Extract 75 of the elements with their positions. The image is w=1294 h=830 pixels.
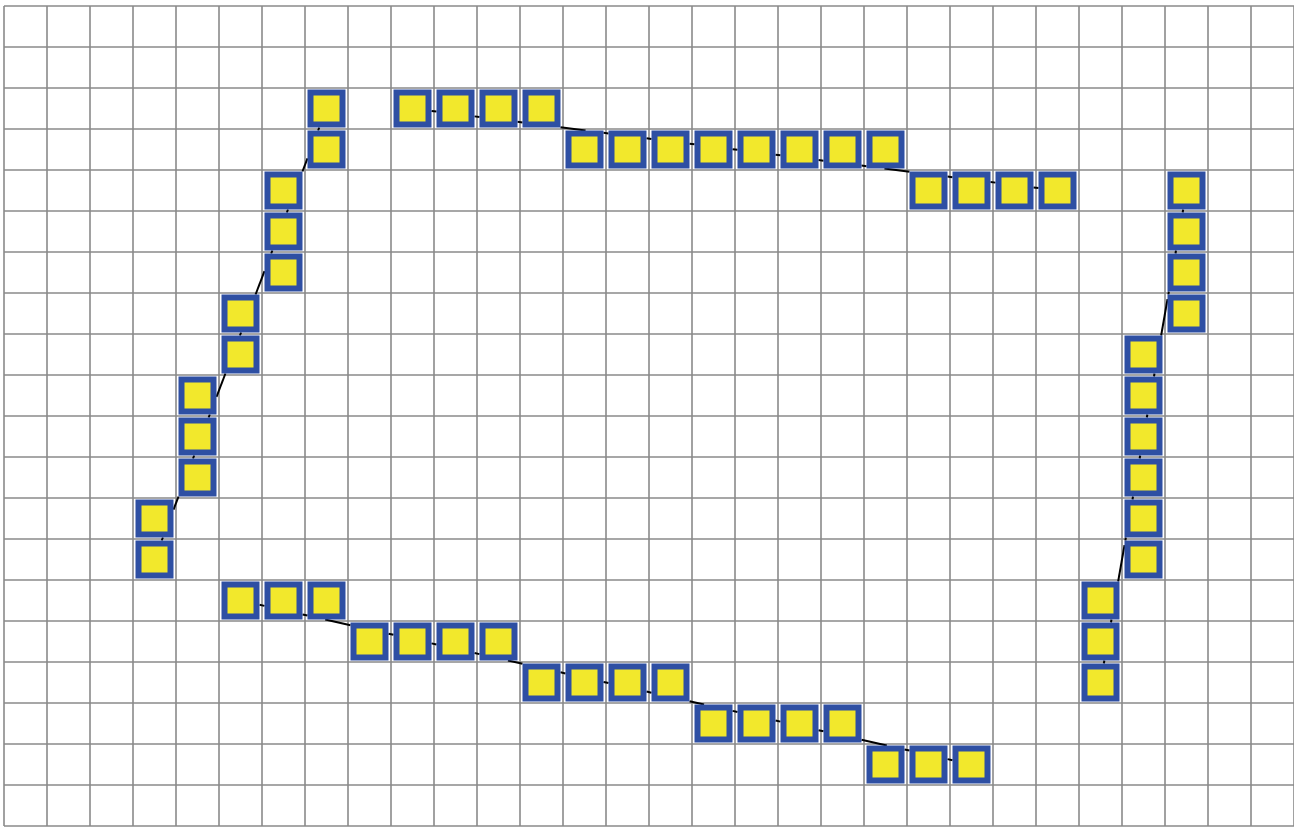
line-segment xyxy=(254,270,266,296)
pixel-square xyxy=(1124,335,1163,374)
pixel-square xyxy=(1124,417,1163,456)
line-segment xyxy=(324,618,352,627)
pixel-square xyxy=(737,704,776,743)
line-segment xyxy=(883,167,911,173)
pixel-square xyxy=(1124,499,1163,538)
pixel-square xyxy=(1124,540,1163,579)
pixel-square xyxy=(608,663,647,702)
line-segment xyxy=(301,157,309,173)
pixel-square xyxy=(565,663,604,702)
pixel-square xyxy=(436,89,475,128)
pixel-square xyxy=(909,745,948,784)
pixel-square xyxy=(1167,253,1206,292)
pixel-square xyxy=(522,89,561,128)
line-segment xyxy=(602,131,610,135)
pixel-square xyxy=(135,540,174,579)
pixel-square xyxy=(823,704,862,743)
pixel-square xyxy=(608,130,647,169)
pixel-square xyxy=(1167,294,1206,333)
pixel-square xyxy=(436,622,475,661)
pixel-square xyxy=(1081,663,1120,702)
pixel-square xyxy=(909,171,948,210)
pixel-square xyxy=(1167,171,1206,210)
pixel-square xyxy=(307,130,346,169)
line-segment xyxy=(860,164,868,168)
pixel-square xyxy=(737,130,776,169)
pixel-square xyxy=(264,253,303,292)
pixel-square xyxy=(694,704,733,743)
line-segment xyxy=(1124,536,1127,542)
pixel-square xyxy=(264,171,303,210)
line-segment xyxy=(215,372,227,398)
pixel-square xyxy=(350,622,389,661)
pixel-square xyxy=(866,130,905,169)
pixel-square xyxy=(1124,376,1163,415)
pixel-square xyxy=(178,458,217,497)
pixel-square xyxy=(651,663,690,702)
pixel-square xyxy=(866,745,905,784)
pixel-square xyxy=(221,294,260,333)
pixel-square xyxy=(952,171,991,210)
pixel-square xyxy=(221,581,260,620)
line-segment xyxy=(172,495,180,511)
pixel-square xyxy=(178,417,217,456)
pixel-square xyxy=(307,89,346,128)
pixel-square xyxy=(393,89,432,128)
pixel-square xyxy=(479,89,518,128)
pixel-square xyxy=(565,130,604,169)
line-segment xyxy=(688,700,706,706)
pixel-square xyxy=(995,171,1034,210)
pixel-square xyxy=(393,622,432,661)
pixel-square xyxy=(694,130,733,169)
pixel-square xyxy=(221,335,260,374)
pixel-square xyxy=(1167,212,1206,251)
pixel-square xyxy=(1081,622,1120,661)
pixel-square xyxy=(178,376,217,415)
pixel-square xyxy=(651,130,690,169)
line-segment xyxy=(1167,290,1170,296)
pixel-square xyxy=(1081,581,1120,620)
pixel-square xyxy=(952,745,991,784)
pixel-square xyxy=(522,663,561,702)
pixel-square xyxy=(264,581,303,620)
pixel-square xyxy=(780,130,819,169)
pixel-square xyxy=(135,499,174,538)
line-segment xyxy=(860,738,888,747)
line-segment xyxy=(559,126,587,132)
pixel-square xyxy=(307,581,346,620)
pixel-square xyxy=(1038,171,1077,210)
line-segment xyxy=(1117,544,1126,583)
pixel-square xyxy=(780,704,819,743)
pixel-square xyxy=(479,622,518,661)
pixel-square xyxy=(823,130,862,169)
line-segment xyxy=(903,748,911,752)
pixel-square xyxy=(1124,458,1163,497)
pixel-square xyxy=(264,212,303,251)
line-segment xyxy=(1160,298,1169,337)
